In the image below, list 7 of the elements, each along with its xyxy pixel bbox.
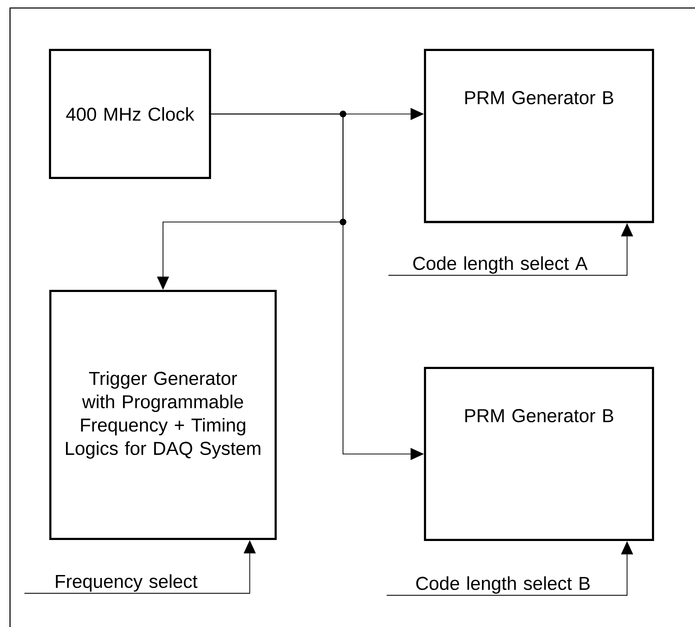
process-box: Trigger Generator with Programmable Frequency + Timing Logics for DAQ System bbox=[49, 290, 277, 540]
input-label: Frequency select bbox=[56, 574, 198, 592]
input-label: Code length select A bbox=[413, 256, 588, 274]
process-box: PRM Generator B bbox=[424, 48, 654, 224]
process-box: PRM Generator B bbox=[424, 366, 654, 542]
process-box: 400 MHz Clock bbox=[48, 48, 212, 180]
input-label: Code length select B bbox=[416, 576, 590, 594]
